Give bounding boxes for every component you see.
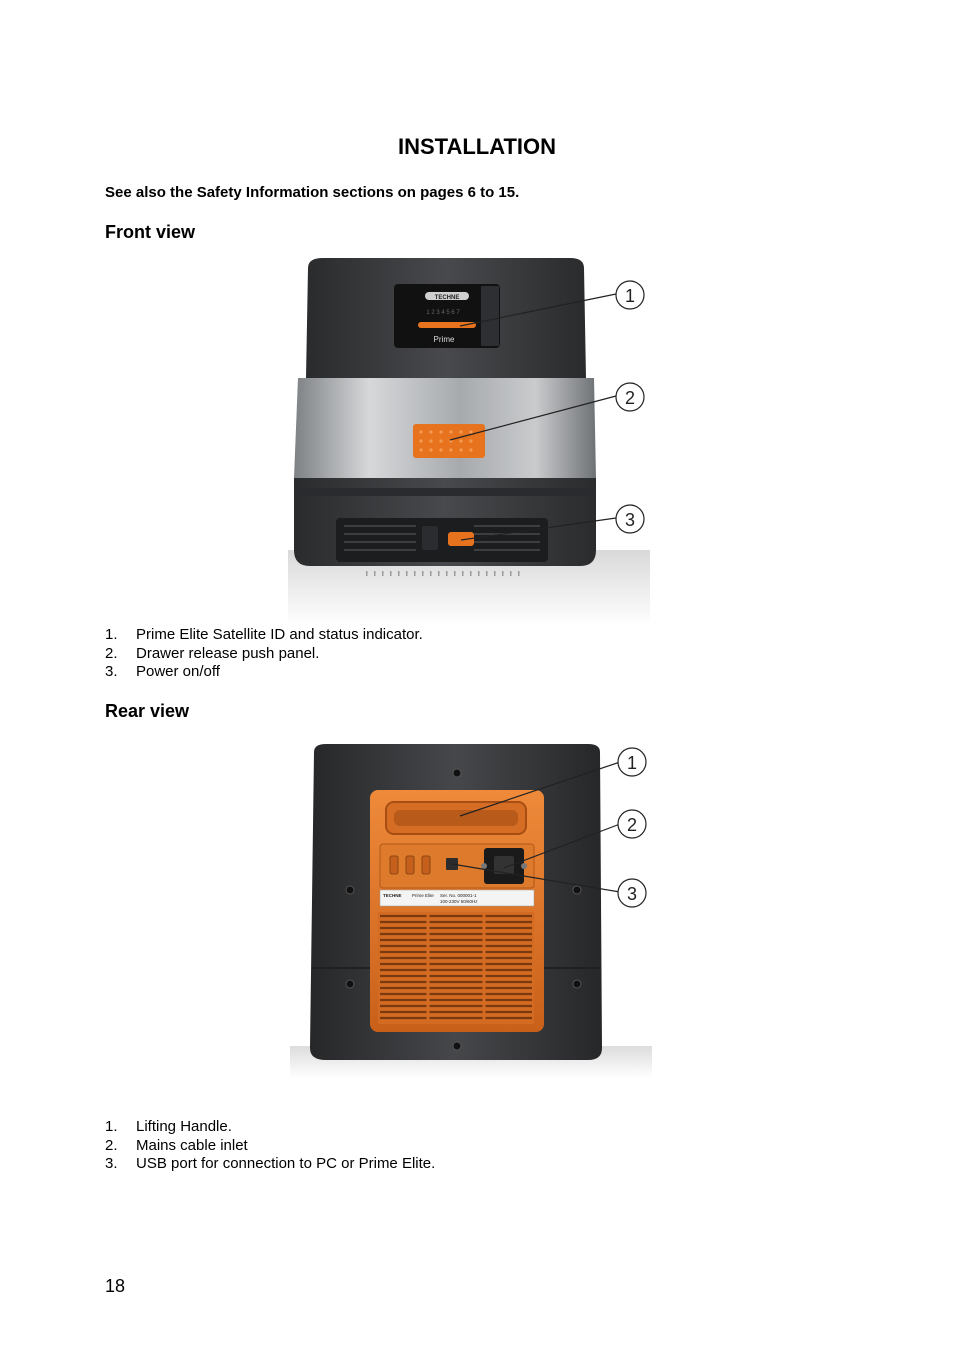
page-title: INSTALLATION (397, 134, 557, 159)
display-brand-label: TECHNE (435, 295, 460, 301)
list-item: 2.Drawer release push panel. (105, 644, 320, 662)
rear-callout-1: 1 (627, 753, 637, 773)
rating-model: Prime Elite (412, 893, 434, 898)
rating-serial: Ser. No. 000001-1 (440, 893, 477, 898)
rear-view-heading: Rear view (105, 701, 190, 721)
rear-callout-3: 3 (627, 884, 637, 904)
status-indicator-bar (418, 322, 476, 328)
front-callout-3: 3 (625, 510, 635, 530)
drawer-release-panel (413, 424, 485, 458)
front-callout-2: 2 (625, 388, 635, 408)
rating-voltage: 100-230V 50/60Hz (440, 899, 478, 904)
front-vent (336, 518, 548, 562)
rear-view-photo: TECHNE Prime Elite Ser. No. 000001-1 100… (290, 744, 652, 1078)
list-item: 2.Mains cable inlet (105, 1136, 248, 1154)
display-model-label: Prime (434, 335, 455, 344)
list-item: 1.Lifting Handle. (105, 1118, 232, 1135)
front-view-photo: TECHNE 1 2 3 4 5 6 7 Prime 1 2 3 (288, 258, 650, 626)
front-view-list: 1.Prime Elite Satellite ID and status in… (105, 626, 423, 682)
list-item: 1.Prime Elite Satellite ID and status in… (105, 626, 423, 643)
rating-label (379, 889, 535, 907)
rating-brand: TECHNE (383, 893, 402, 898)
power-switch (448, 532, 474, 546)
rear-callout-2: 2 (627, 815, 637, 835)
safety-note: See also the Safety Information sections… (105, 184, 520, 201)
list-item: 3.Power on/off (105, 663, 220, 680)
page-number: 18 (105, 1276, 126, 1296)
list-item: 3.USB port for connection to PC or Prime… (105, 1155, 436, 1172)
indicator-digits: 1 2 3 4 5 6 7 (426, 310, 460, 316)
front-callout-1: 1 (625, 286, 635, 306)
rear-view-list: 1.Lifting Handle. 2.Mains cable inlet 3.… (105, 1118, 435, 1174)
front-view-heading: Front view (105, 222, 196, 242)
status-display (394, 284, 500, 348)
